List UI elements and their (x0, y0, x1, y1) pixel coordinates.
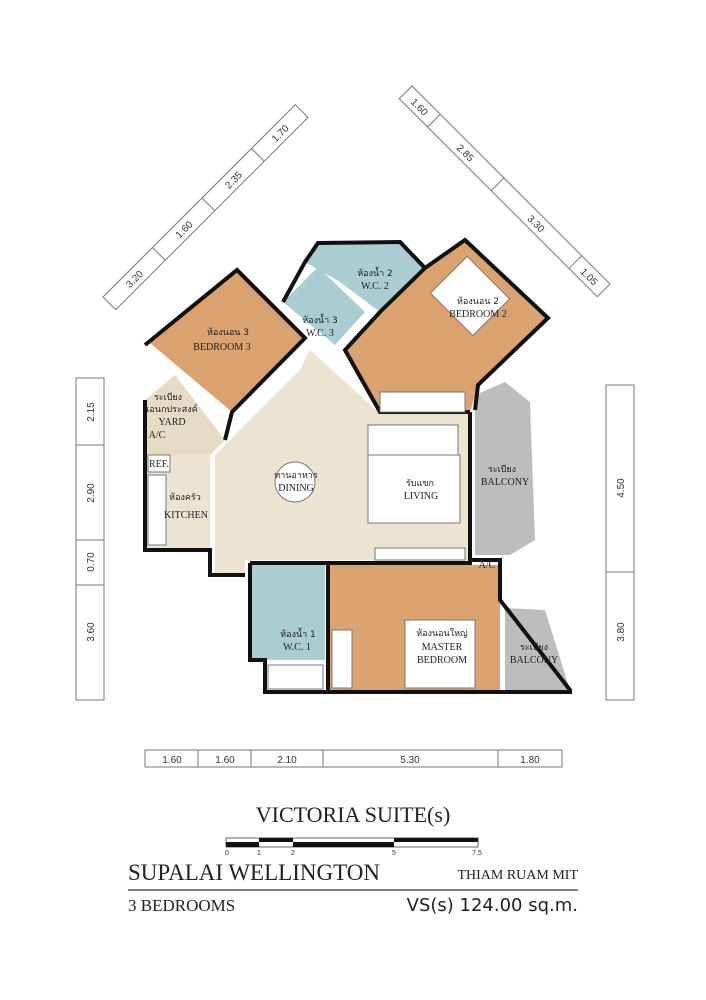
dining-table (274, 461, 316, 503)
bathtub (267, 664, 324, 690)
living-label-th: รับแขก (406, 479, 434, 489)
scale-tick: 2 (291, 850, 295, 857)
wall (143, 400, 245, 577)
wall (248, 558, 572, 694)
balcony-lower-label: BALCONY (510, 655, 558, 666)
dimension-strip-left: 2.15 2.90 0.70 3.60 (75, 377, 105, 701)
yard-label-th: ระเบียง (154, 392, 182, 403)
location: THIAM RUAM MIT (457, 868, 578, 883)
scale-tick: 5 (392, 850, 396, 857)
bedroom-count: 3 BEDROOMS (128, 896, 236, 915)
bedroom2-label: BEDROOM 2 (449, 309, 507, 320)
yard-floor (145, 375, 225, 455)
balcony-upper-floor (475, 382, 535, 555)
scale-tick: 1 (257, 850, 261, 857)
dim-label: 2.90 (86, 483, 97, 503)
bed-master (404, 619, 476, 689)
dining-label-th: ทานอาหาร (274, 471, 318, 481)
dim-label: 3.80 (616, 622, 627, 642)
living-sofa (367, 424, 459, 456)
unit-area: VS(s) 124.00 sq.m. (406, 895, 578, 916)
scale-tick: 7.5 (472, 850, 482, 857)
wc2-label: W.C. 2 (361, 281, 389, 292)
dim-label: 1.80 (520, 755, 540, 766)
balcony-upper-label-th: ระเบียง (488, 464, 516, 475)
dim-label: 3.60 (86, 622, 97, 642)
scale-bar: 0 1 2 5 7.5 (225, 837, 482, 857)
dim-label: 2.15 (86, 402, 97, 422)
master-wardrobe (331, 629, 353, 689)
tv-console (374, 547, 466, 561)
scale-tick: 0 (225, 850, 229, 857)
dim-label: 0.70 (86, 552, 97, 572)
master-label-th: ห้องนอนใหญ่ (416, 628, 468, 639)
dim-label: 4.50 (616, 478, 627, 498)
project-name: SUPALAI WELLINGTON (128, 860, 380, 885)
living-rug (367, 454, 461, 524)
dimension-strip-top-left: 3.20 1.60 2.35 1.70 (102, 103, 309, 311)
master-label: MASTER (422, 642, 463, 653)
wall (143, 267, 308, 441)
bedroom3-label-th: ห้องนอน 3 (207, 327, 249, 338)
kitchen-label: KITCHEN (164, 510, 208, 521)
bedroom2-label-th: ห้องนอน 2 (457, 296, 499, 307)
wc2-label-th: ห้องน้ำ 2 (357, 266, 393, 279)
bedroom2-floor (345, 240, 548, 412)
wc1-label-th: ห้องน้ำ 1 (280, 627, 316, 640)
wc1-label: W.C. 1 (283, 642, 311, 653)
bedroom3-label: BEDROOM 3 (193, 342, 251, 353)
dim-label: 1.60 (215, 755, 235, 766)
fridge (147, 454, 171, 473)
wc3-label: W.C. 3 (306, 328, 334, 339)
balcony-lower-label-th: ระเบียง (520, 642, 548, 653)
kitchen-label-th: ห้องครัว (169, 492, 201, 503)
wc2-floor (305, 242, 425, 312)
wc3-floor (283, 267, 365, 345)
dim-label: 5.30 (400, 755, 420, 766)
ac-label: A/C (149, 430, 166, 441)
yard-label: YARD (158, 417, 185, 428)
dimension-strip-bottom: 1.60 1.60 2.10 5.30 1.80 (144, 749, 563, 768)
dim-label: 1.60 (162, 755, 182, 766)
bedroom2-desk (379, 391, 466, 413)
wc3-label-th: ห้องน้ำ 3 (302, 313, 338, 326)
ac-lower-label: A/C (479, 560, 496, 571)
master-label-2: BEDROOM (417, 655, 467, 666)
living-label: LIVING (404, 491, 438, 502)
bed-bedroom2 (429, 255, 511, 337)
dimension-strip-top-right: 1.60 2.85 3.30 1.05 (398, 85, 611, 298)
yard-label-th2: เอนกประสงค์ (146, 403, 197, 415)
fridge-label: REF. (149, 459, 169, 470)
wall (423, 237, 551, 411)
dimension-strip-right: 4.50 3.80 (605, 384, 635, 701)
balcony-upper-label: BALCONY (481, 477, 529, 488)
dining-label: DINING (278, 483, 314, 494)
unit-type-title: VICTORIA SUITE(s) (255, 802, 451, 827)
dim-label: 2.10 (277, 755, 297, 766)
wc1-floor (250, 563, 325, 660)
kitchen-counter (147, 474, 167, 546)
